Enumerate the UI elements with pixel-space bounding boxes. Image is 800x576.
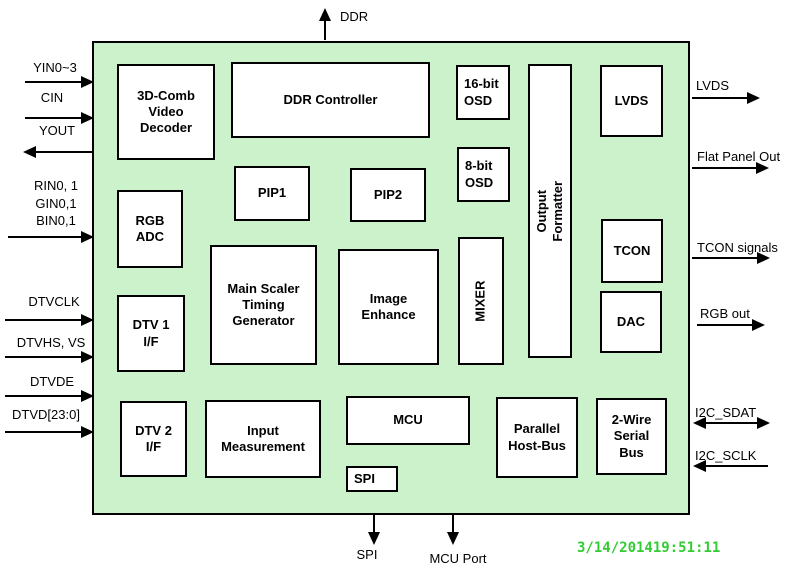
arrow-rgb-in [8, 231, 94, 243]
port-label-ddr: DDR [340, 9, 369, 24]
block-label: Output Formatter [533, 180, 565, 242]
arrowhead-right-icon [81, 426, 94, 438]
arrow-dtvd-in [5, 426, 94, 438]
block-dtv2-if: DTV 2 I/F [120, 401, 187, 477]
block-label: DTV 2 I/F [135, 422, 172, 454]
arrowhead-right-icon [81, 76, 94, 88]
port-label-i2c-sdat: I2C_SDAT [695, 405, 757, 420]
arrowhead-right-icon [81, 231, 94, 243]
block-parallel-host-bus: Parallel Host-Bus [496, 397, 578, 478]
arrowhead-left-icon [23, 146, 36, 158]
block-output-formatter: Output Formatter [528, 64, 572, 358]
port-label-rgb-out: RGB out [700, 306, 750, 321]
arrowhead-right-icon [757, 252, 770, 264]
port-label-i2c-sclk: I2C_SCLK [695, 448, 757, 463]
block-label: LVDS [614, 92, 649, 108]
block-dac: DAC [600, 291, 662, 353]
arrowhead-right-icon [81, 314, 94, 326]
arrow-yin-in [25, 76, 94, 88]
arrowhead-right-icon [747, 92, 760, 104]
arrowhead-right-icon [81, 112, 94, 124]
block-3d-comb-video-decoder: 3D-Comb Video Decoder [117, 64, 215, 160]
block-pip1: PIP1 [234, 166, 310, 221]
block-label: Main Scaler Timing Generator [227, 280, 300, 329]
port-label-rgb-in: RIN0, 1 GIN0,1 BIN0,1 [33, 178, 79, 229]
arrow-i2c-sclk-in [693, 460, 768, 472]
arrow-flat-panel-out [692, 162, 769, 174]
block-mcu: MCU [346, 396, 470, 445]
block-tcon: TCON [601, 219, 663, 283]
arrow-rgb-out [697, 319, 765, 331]
block-2wire-serial-bus: 2-Wire Serial Bus [596, 398, 667, 475]
port-label-spi: SPI [356, 547, 378, 562]
arrow-yout-out [23, 146, 92, 158]
block-label: RGB ADC [135, 212, 165, 244]
arrow-lvds-out [692, 92, 760, 104]
block-mixer: MIXER [458, 237, 504, 365]
block-label: Input Measurement [221, 422, 305, 454]
block-label: PIP1 [257, 185, 287, 201]
block-label: DDR Controller [283, 91, 378, 107]
block-input-measurement: Input Measurement [205, 400, 321, 478]
block-label: DAC [616, 313, 646, 329]
block-label: 8-bit OSD [465, 158, 494, 190]
arrowhead-right-icon [81, 351, 94, 363]
block-dtv1-if: DTV 1 I/F [117, 295, 185, 372]
port-label-dtvclk: DTVCLK [28, 294, 80, 309]
block-pip2: PIP2 [350, 168, 426, 222]
arrow-spi-out [368, 515, 380, 545]
port-label-tcon-signals: TCON signals [697, 240, 778, 255]
block-ddr-controller: DDR Controller [231, 62, 430, 138]
block-label: SPI [354, 470, 375, 486]
block-rgb-adc: RGB ADC [117, 190, 183, 268]
arrow-dtvhs-in [5, 351, 94, 363]
block-label: Image Enhance [361, 290, 416, 322]
block-8bit-osd: 8-bit OSD [457, 147, 510, 202]
arrowhead-down-icon [368, 532, 380, 545]
arrow-ddr-out [319, 8, 331, 40]
port-label-lvds-out: LVDS [696, 78, 729, 93]
block-main-scaler-timing-generator: Main Scaler Timing Generator [210, 245, 317, 365]
block-image-enhance: Image Enhance [338, 249, 439, 365]
arrowhead-right-icon [757, 417, 770, 429]
block-label: 3D-Comb Video Decoder [137, 87, 195, 136]
block-label: MCU [393, 412, 423, 428]
block-16bit-osd: 16-bit OSD [456, 65, 510, 120]
block-lvds: LVDS [600, 65, 663, 137]
timestamp: 3/14/201419:51:11 [577, 540, 721, 556]
block-spi: SPI [346, 466, 398, 492]
block-label: 2-Wire Serial Bus [611, 412, 652, 460]
port-label-dtvde: DTVDE [29, 374, 75, 389]
port-label-dtvhs-vs: DTVHS, VS [16, 335, 86, 350]
block-label: 16-bit OSD [464, 76, 499, 108]
arrowhead-up-icon [319, 8, 331, 21]
port-label-yin: YIN0~3 [33, 60, 77, 75]
port-label-cin: CIN [40, 90, 64, 105]
port-label-yout: YOUT [38, 123, 76, 138]
arrow-tcon-signals-out [692, 252, 770, 264]
arrow-i2c-sdat-bidir [693, 417, 770, 429]
arrowhead-left-icon [693, 417, 706, 429]
block-label: Parallel Host-Bus [508, 421, 566, 453]
block-label: DTV 1 I/F [132, 317, 170, 349]
port-label-flat-panel-out: Flat Panel Out [697, 149, 781, 164]
arrow-cin-in [25, 112, 94, 124]
arrow-dtvclk-in [5, 314, 94, 326]
arrow-dtvde-in [5, 390, 94, 402]
arrowhead-left-icon [693, 460, 706, 472]
arrow-mcu-port-out [447, 515, 459, 545]
arrowhead-right-icon [752, 319, 765, 331]
arrowhead-right-icon [756, 162, 769, 174]
arrowhead-down-icon [447, 532, 459, 545]
port-label-mcu-port: MCU Port [429, 551, 487, 566]
port-label-dtvd: DTVD[23:0] [12, 407, 80, 422]
arrowhead-right-icon [81, 390, 94, 402]
block-label: MIXER [472, 280, 488, 322]
block-label: PIP2 [373, 186, 403, 202]
block-label: TCON [613, 242, 651, 258]
